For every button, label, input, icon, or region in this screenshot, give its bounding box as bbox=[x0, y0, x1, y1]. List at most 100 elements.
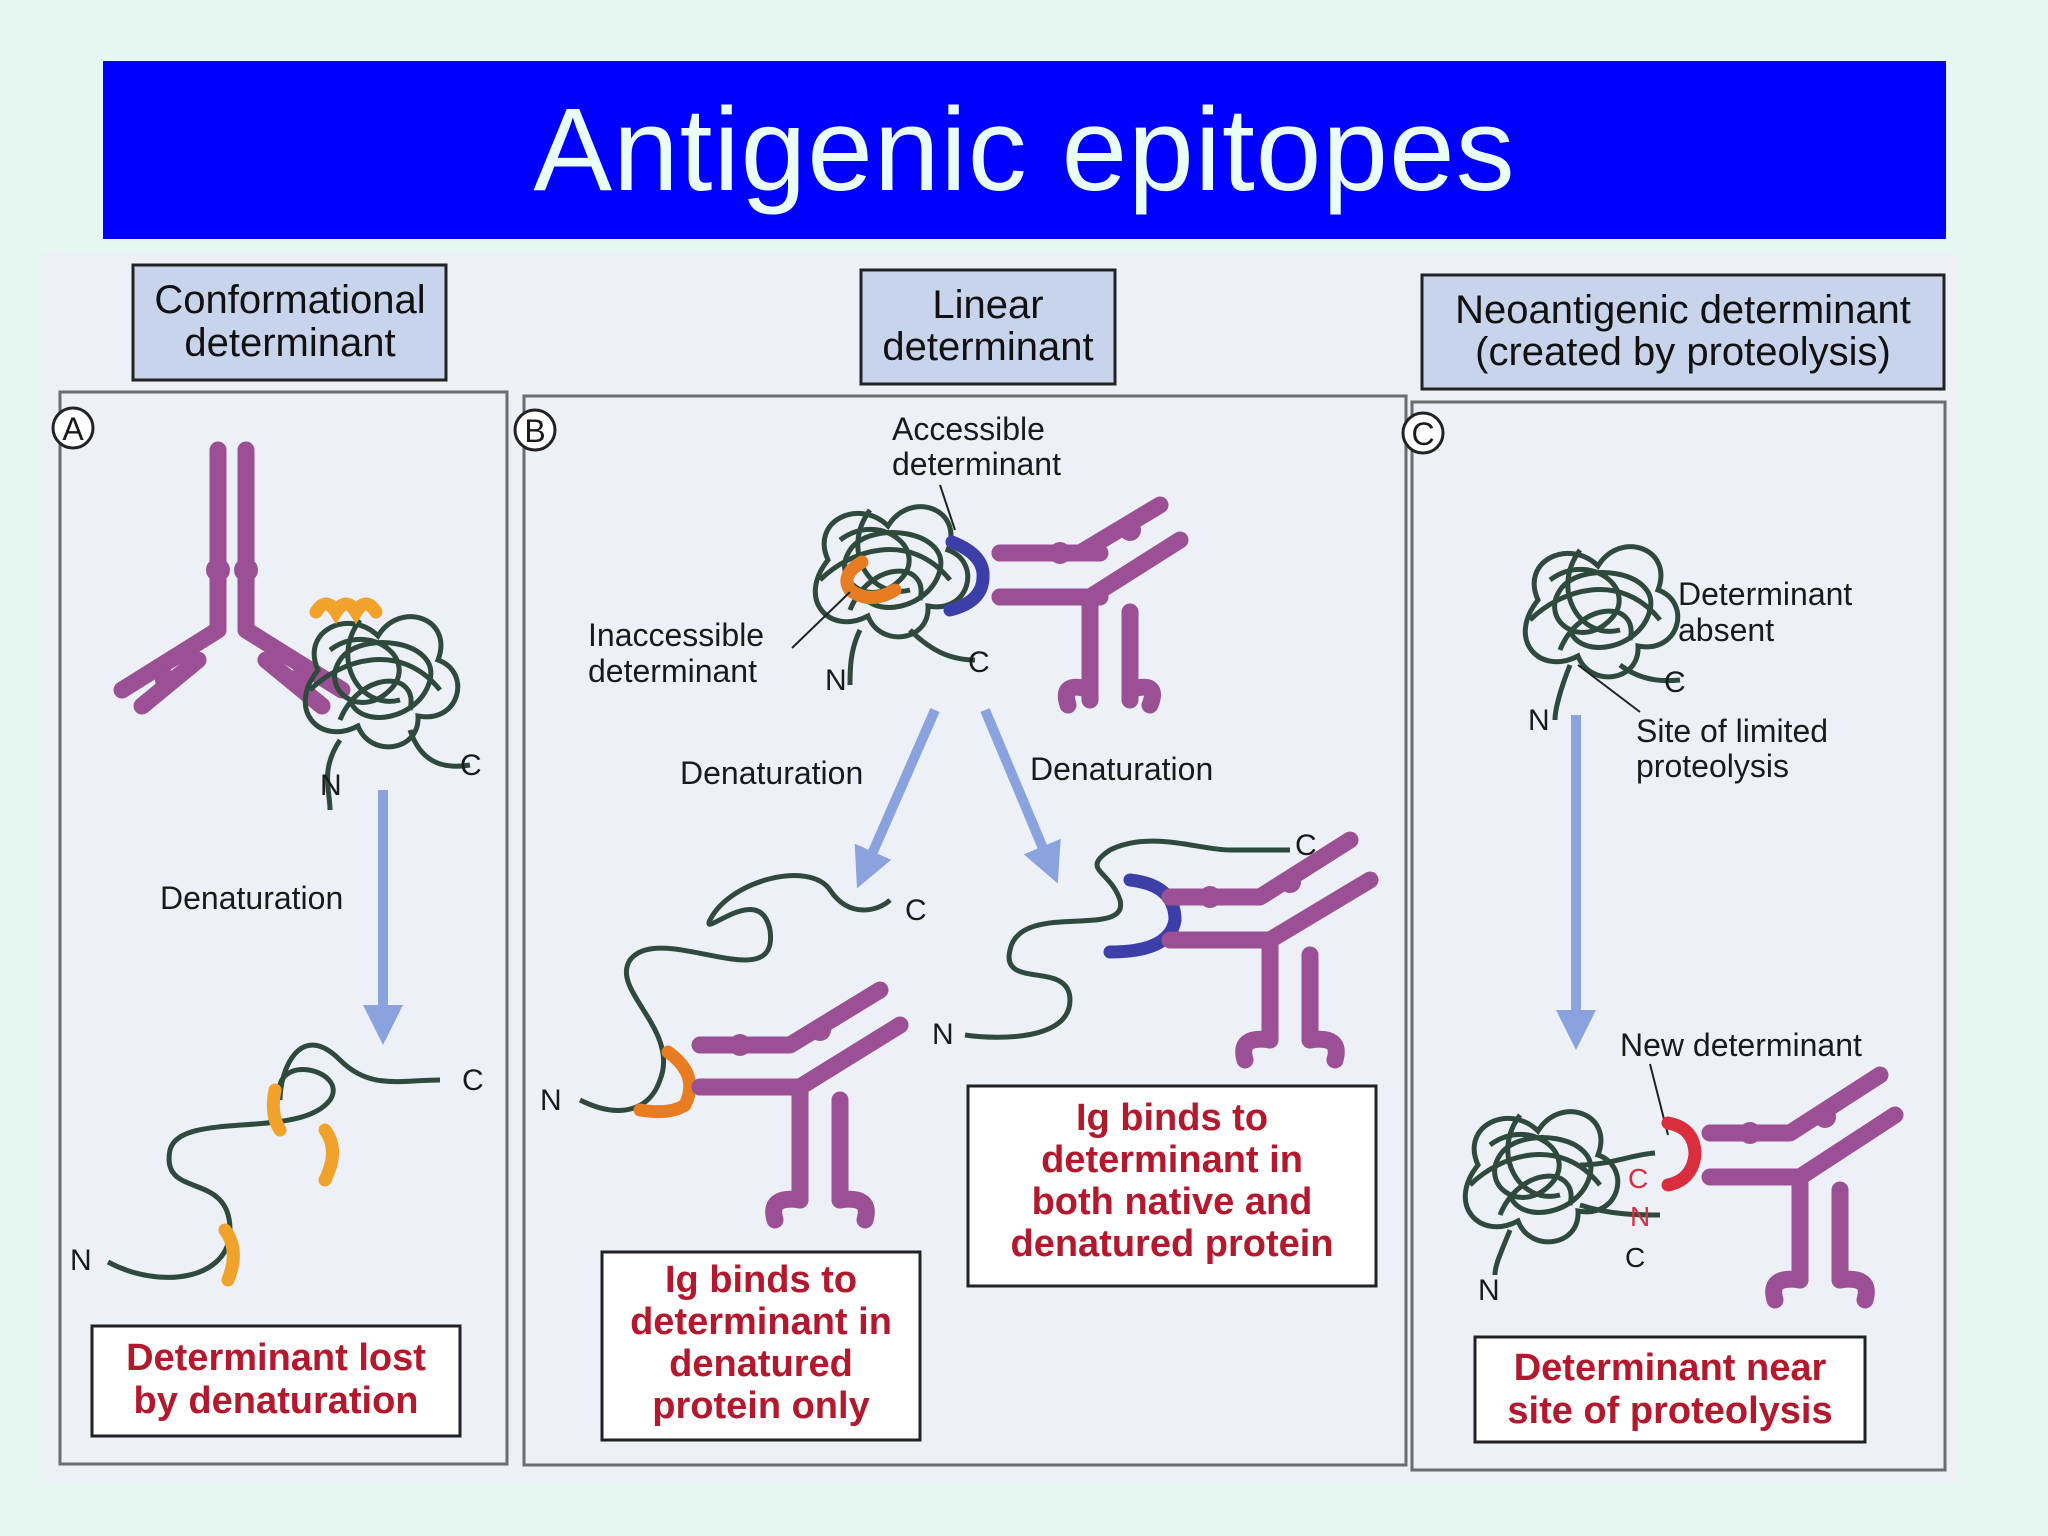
panel-c-antibody-knob bbox=[1739, 1122, 1761, 1144]
panel-b-arrow-left bbox=[854, 707, 940, 889]
panel-c-native-protein bbox=[1525, 547, 1681, 721]
panel-a-c-top: C bbox=[460, 749, 482, 782]
panel-c-site-line1: Site of limited bbox=[1636, 713, 1828, 749]
panel-b-inaccessible-epitope bbox=[840, 555, 902, 604]
panel-b: Linear determinant B Accessible determin… bbox=[513, 268, 1408, 1467]
panel-a-caption-line2: by denaturation bbox=[133, 1380, 418, 1422]
panel-b-caption-left-line1: Ig binds to bbox=[665, 1259, 857, 1301]
panel-b-native-protein bbox=[815, 507, 976, 686]
panel-b-linear-epitope-right bbox=[1103, 873, 1182, 959]
panel-b-arrow-right bbox=[980, 708, 1061, 884]
panel-a-denatured-chain bbox=[106, 1042, 441, 1280]
panel-b-antibody-right-tail bbox=[1235, 1030, 1345, 1069]
panel-c-antibody-knob bbox=[1814, 1106, 1836, 1128]
panel-c-c-bottom: C bbox=[1625, 1242, 1645, 1273]
panel-a-frame bbox=[58, 390, 509, 1466]
panel-b-antibody-left-knob bbox=[809, 1019, 831, 1041]
panel-c-c-red: C bbox=[1628, 1163, 1648, 1194]
panel-b-antibody-left bbox=[691, 981, 909, 1209]
panel-c-caption-line2: site of proteolysis bbox=[1507, 1390, 1832, 1432]
panel-b-antibody-left-knob bbox=[729, 1034, 751, 1056]
panel-b-n-left: N bbox=[540, 1084, 562, 1117]
panel-c-header-box bbox=[1420, 273, 1946, 391]
panel-c-caption-line1: Determinant near bbox=[1514, 1347, 1827, 1389]
panel-a-caption-line1: Determinant lost bbox=[126, 1337, 426, 1379]
panel-a-letter: A bbox=[62, 411, 84, 447]
panel-a-conformational-epitope bbox=[309, 597, 383, 625]
panel-a: Conformational determinant A N C Denatur… bbox=[51, 263, 509, 1466]
panel-c-c-top: C bbox=[1664, 666, 1686, 699]
panel-b-header-box bbox=[859, 268, 1117, 386]
panel-b-letter-circle bbox=[513, 408, 557, 452]
panel-c-header-line1: Neoantigenic determinant bbox=[1455, 288, 1911, 332]
panel-b-caption-right-line4: denatured protein bbox=[1010, 1223, 1333, 1265]
panel-b-caption-right-box bbox=[966, 1084, 1378, 1288]
panel-c-absent-line1: Determinant bbox=[1678, 576, 1852, 612]
panel-a-letter-circle bbox=[51, 406, 95, 450]
panel-b-denatured-chain-left bbox=[578, 873, 892, 1113]
panel-b-inaccessible-line2: determinant bbox=[588, 653, 757, 689]
panel-b-antibody-top-body bbox=[991, 496, 1189, 709]
panel-a-epitope-segment bbox=[218, 1223, 240, 1287]
panel-b-step-left: Denaturation bbox=[680, 755, 863, 791]
panel-b-letter: B bbox=[524, 413, 545, 449]
panel-b-header-line2: determinant bbox=[882, 325, 1093, 369]
panel-b-frame bbox=[522, 394, 1408, 1467]
panel-b-n-top: N bbox=[825, 664, 847, 697]
panel-a-c-bottom: C bbox=[462, 1064, 484, 1097]
panel-b-c-left: C bbox=[905, 894, 927, 927]
panel-a-antibody-icon bbox=[113, 441, 351, 715]
panel-a-native-protein bbox=[305, 617, 471, 811]
panel-a-header-line2: determinant bbox=[184, 321, 395, 365]
panel-c-letter: C bbox=[1411, 416, 1434, 452]
slide-title: Antigenic epitopes bbox=[533, 84, 1516, 216]
panel-b-antibody-right-knob bbox=[1199, 886, 1221, 908]
panel-b-accessible-epitope bbox=[943, 535, 990, 617]
panel-b-antibody-top-knob bbox=[1119, 519, 1141, 541]
panel-b-caption-left-box bbox=[600, 1250, 922, 1442]
panel-b-caption-left-line4: protein only bbox=[652, 1385, 869, 1427]
panel-b-accessible-line1: Accessible bbox=[892, 411, 1045, 447]
panel-c-cleaved-protein bbox=[1465, 1112, 1661, 1276]
panel-b-step-right: Denaturation bbox=[1030, 751, 1213, 787]
panel-b-antibody-right-knob bbox=[1279, 871, 1301, 893]
panel-c-frame bbox=[1410, 400, 1947, 1472]
panel-b-inaccessible-line1: Inaccessible bbox=[588, 617, 764, 653]
panel-b-c-right: C bbox=[1295, 829, 1317, 862]
panel-b-caption-right-line1: Ig binds to bbox=[1076, 1097, 1268, 1139]
panel-c-antibody bbox=[1701, 1066, 1904, 1289]
panel-b-c-top: C bbox=[968, 646, 990, 679]
panel-a-step-label: Denaturation bbox=[160, 880, 343, 916]
panel-c-site-line2: proteolysis bbox=[1636, 748, 1789, 784]
panel-b-linear-epitope-left bbox=[633, 1045, 697, 1119]
panel-b-inaccessible-pointer bbox=[791, 591, 851, 649]
panel-c-new-label: New determinant bbox=[1620, 1027, 1862, 1063]
panel-b-n-right: N bbox=[932, 1018, 954, 1051]
panel-b-caption-right-line2: determinant in bbox=[1041, 1139, 1303, 1181]
panel-b-antibody-top-tail bbox=[1057, 678, 1161, 714]
epitope-diagram: Conformational determinant A N C Denatur… bbox=[51, 263, 1947, 1472]
panel-b-caption-left-line3: denatured bbox=[669, 1343, 853, 1385]
panel-a-header-line1: Conformational bbox=[154, 278, 425, 322]
panel-b-caption-left-line2: determinant in bbox=[630, 1301, 892, 1343]
panel-b-denatured-chain-right bbox=[964, 838, 1290, 1040]
panel-a-n-top: N bbox=[320, 769, 342, 802]
panel-b-antibody-top-knob bbox=[1049, 542, 1071, 564]
panel-c-header-line2: (created by proteolysis) bbox=[1475, 330, 1891, 374]
panel-c-antibody-tail bbox=[1765, 1270, 1875, 1309]
panel-c-site-pointer bbox=[1577, 664, 1641, 713]
panel-c-new-epitope bbox=[1661, 1116, 1702, 1192]
panel-c-absent-line2: absent bbox=[1678, 612, 1774, 648]
panel-a-n-bottom: N bbox=[70, 1244, 92, 1277]
panel-c-n-bottom: N bbox=[1478, 1274, 1500, 1307]
panel-b-antibody-right bbox=[1161, 831, 1379, 1049]
panel-a-epitope-segment bbox=[318, 1123, 339, 1187]
panel-c-n-top: N bbox=[1528, 704, 1550, 737]
figure: Conformational determinant A N C Denatur… bbox=[40, 252, 1958, 1482]
panel-b-antibody-left-tail bbox=[765, 1190, 875, 1229]
panel-b-accessible-pointer bbox=[939, 484, 956, 531]
slide-title-bar: Antigenic epitopes bbox=[103, 61, 1946, 239]
panel-a-epitope-segment bbox=[266, 1083, 287, 1137]
panel-b-caption-right-line3: both native and bbox=[1032, 1181, 1313, 1223]
panel-c: Neoantigenic determinant (created by pro… bbox=[1401, 273, 1947, 1472]
